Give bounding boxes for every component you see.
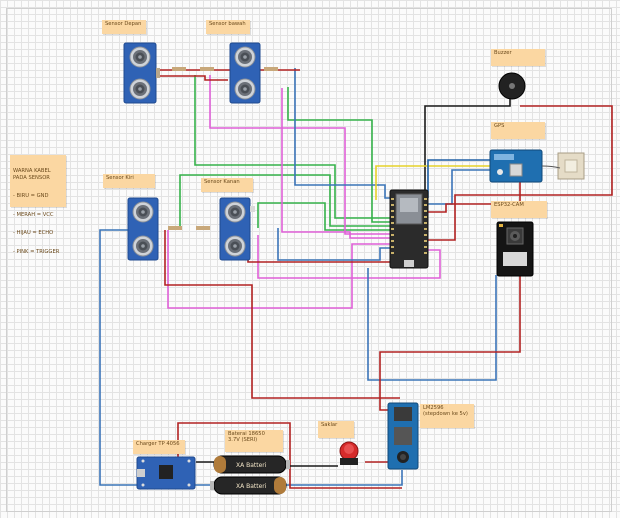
legend-note: WARNA KABEL PADA SENSOR - BIRU = GND - M… bbox=[10, 155, 66, 255]
label-esp32-cam: ESP32-CAM bbox=[491, 201, 547, 218]
wire-pink bbox=[209, 75, 390, 235]
lm2596-module[interactable] bbox=[387, 402, 419, 470]
resistors bbox=[168, 67, 278, 230]
label-sensor-bawah: Sensor bawah bbox=[206, 20, 250, 34]
wire-pink bbox=[257, 235, 441, 279]
sensor-kanan[interactable] bbox=[219, 197, 255, 261]
wire-pink bbox=[281, 88, 390, 239]
wire-red bbox=[379, 275, 521, 411]
wire-green bbox=[287, 87, 390, 223]
saklar-switch[interactable] bbox=[339, 441, 359, 465]
charger-module[interactable] bbox=[136, 456, 196, 490]
label-gps: GPS bbox=[491, 122, 545, 139]
wire-black bbox=[424, 96, 511, 192]
gps-antenna bbox=[541, 152, 585, 180]
battery-1[interactable] bbox=[213, 455, 290, 474]
sensor-depan[interactable] bbox=[123, 42, 160, 104]
wires bbox=[99, 68, 613, 489]
legend-line-vcc: - MERAH = VCC bbox=[13, 211, 54, 218]
wire-red bbox=[428, 105, 613, 241]
wire-green bbox=[179, 174, 390, 228]
wire-blue bbox=[99, 229, 403, 486]
wire-blue bbox=[277, 228, 390, 261]
diagram-frame bbox=[6, 8, 612, 512]
label-sensor-kiri: Sensor Kiri bbox=[103, 174, 155, 188]
esp32-cam[interactable] bbox=[496, 221, 534, 277]
legend-line-trigger: - PINK = TRIGGER bbox=[13, 249, 60, 256]
legend-line-gnd: - BIRU = GND bbox=[13, 193, 49, 200]
wire-blue bbox=[428, 169, 490, 205]
wire-red bbox=[428, 182, 521, 213]
label-lm2596: LM2596 (stepdown ke 5v) bbox=[420, 404, 474, 428]
label-buzzer: Buzzer bbox=[491, 49, 545, 66]
label-baterai: Baterai 18650 3.7V (SERI) bbox=[225, 430, 283, 452]
wire-red bbox=[164, 230, 400, 399]
label-saklar: Saklar bbox=[318, 421, 354, 438]
esp32-board[interactable] bbox=[389, 189, 429, 269]
wire-green bbox=[194, 75, 390, 219]
gps-module[interactable] bbox=[489, 149, 543, 183]
label-charger: Charger TP 4056 bbox=[133, 440, 185, 454]
battery-1-label: XA Batteri bbox=[236, 462, 267, 469]
label-sensor-depan: Sensor Depan bbox=[102, 20, 146, 34]
wire-pink bbox=[167, 230, 390, 309]
label-sensor-kanan: Sensor Kanan bbox=[201, 178, 253, 192]
sensor-bawah[interactable] bbox=[229, 42, 261, 104]
wire-darkblue bbox=[427, 159, 490, 198]
battery-2-label: XA Batteri bbox=[236, 483, 267, 490]
legend-line-echo: - HIJAU = ECHO bbox=[13, 230, 54, 237]
sensor-kiri[interactable] bbox=[127, 197, 159, 261]
battery-2[interactable] bbox=[210, 476, 287, 495]
wire-yellow bbox=[375, 165, 490, 200]
wire-red bbox=[289, 470, 402, 489]
wire-red bbox=[247, 231, 390, 263]
buzzer[interactable] bbox=[498, 72, 526, 100]
wire-blue bbox=[294, 68, 390, 199]
wire-red bbox=[160, 75, 228, 81]
wire-blue bbox=[367, 268, 497, 381]
legend-title: WARNA KABEL PADA SENSOR bbox=[13, 168, 51, 181]
wire-green bbox=[257, 202, 390, 231]
